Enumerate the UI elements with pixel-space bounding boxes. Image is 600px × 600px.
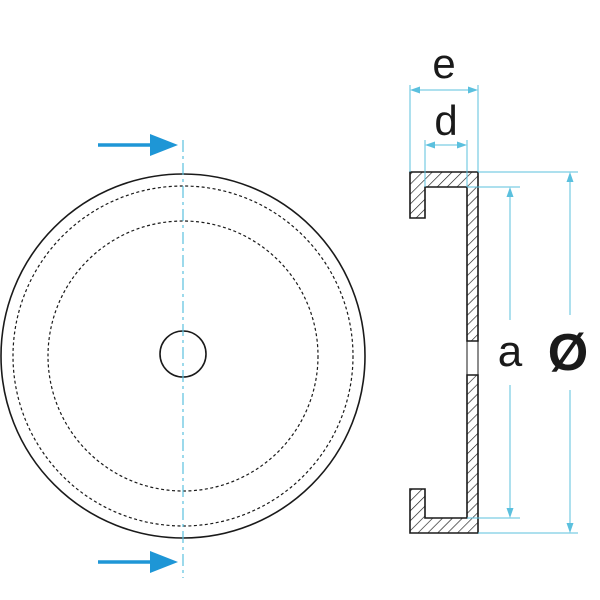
section-view [409,171,479,534]
section-arrow-top [98,134,178,156]
label-a: a [498,327,523,376]
dimension-a-line [506,187,514,518]
dimension-e-line [410,86,478,94]
label-d: d [434,97,457,144]
label-e: e [432,40,455,87]
dimension-diameter-line [566,172,574,533]
dimensions [409,85,578,534]
section-profile-bottom [409,374,479,534]
section-profile-top [409,171,479,342]
dimension-d-line [425,141,467,149]
label-diameter: Ø [548,324,588,382]
section-arrow-bottom [98,551,178,573]
